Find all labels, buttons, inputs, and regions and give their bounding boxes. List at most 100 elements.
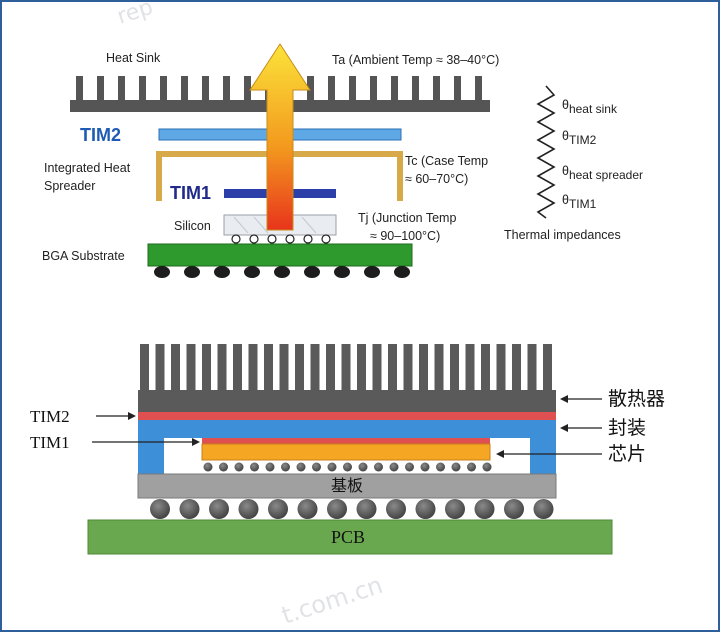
tim1-pointer-head [192,438,200,446]
bga-ball [394,266,410,278]
heat-sink-fin [454,76,461,102]
heatsink-fin [419,344,428,392]
watermark-top: rep [114,2,156,30]
heatsink-fin [310,344,320,392]
chip-bump [296,462,306,472]
heat-sink-fin [433,76,440,102]
heatsink-fin [388,344,397,392]
heatsink-fin [155,344,165,392]
bga-substrate [147,243,413,267]
thermal-impedances-caption: Thermal impedances [504,228,621,242]
top-diagram: Heat Sink Ta (Ambient Temp ≈ 38–40°C) TI… [42,43,643,278]
bga-label: BGA Substrate [42,249,125,263]
tim1-layer [202,438,490,444]
heatsink-pointer-head [560,395,568,403]
heat-sink-fin [139,76,146,102]
heat-sink-fin [370,76,377,102]
chip-bump [281,462,290,472]
substrate [137,473,557,499]
package-wall-left [138,438,164,474]
chip [201,443,491,461]
chip-bump [265,462,275,472]
pcb-solder-ball [268,499,288,519]
bga-balls [154,266,410,278]
bga-ball [334,266,350,278]
pcb-solder-ball [504,499,524,519]
chip-bump [312,462,321,472]
package-pointer-head [560,424,568,432]
heatsink-fin [481,344,490,392]
heatsink-fin [217,344,227,392]
heatsink-fins [140,344,552,392]
heat-sink-fin [181,76,188,102]
pcb-solder-ball [533,499,554,519]
chip-bump [389,462,399,472]
pcb-solder-ball [150,499,170,519]
chip-bump [234,462,244,472]
pcb-solder-ball [415,499,436,519]
die-bump [321,234,331,244]
heatsink-base [138,390,556,412]
heatsink-fin [186,344,196,392]
heat-sink-fin [307,76,314,102]
heat-sink-fin [349,76,356,102]
pcb-solder-ball [179,499,200,519]
tim2-label: TIM2 [80,125,121,145]
bga-ball [154,266,170,278]
heat-sink-fin [412,76,419,102]
heat-sink-label: Heat Sink [106,51,161,65]
pcb-solder-balls [150,499,554,519]
heatsink-fin [202,344,211,392]
thermal-impedance-resistor [536,85,556,219]
tim1-label: TIM1 [170,183,211,203]
chip-bump [343,462,352,472]
die-bump [249,234,259,244]
heatsink-fin [512,344,521,392]
tim2-layer [138,412,556,420]
ambient-temp-label: Ta (Ambient Temp ≈ 38–40°C) [332,53,499,67]
heatsink-fin [233,344,242,392]
tim2-pointer-head [128,412,136,420]
ihs-label-line2: Spreader [44,179,95,193]
pcb-label: PCB [331,527,365,547]
substrate-label: 基板 [331,477,363,495]
heat-sink-fin [244,76,251,102]
heatsink-fin [341,344,351,392]
pcb-solder-ball [445,499,465,519]
heatsink-fin [264,344,273,392]
bga-ball [184,266,200,278]
bga-ball [304,266,320,278]
bga-ball [364,266,380,278]
heat-sink-fin [202,76,209,102]
chip-bump [327,462,337,472]
pcb-solder-ball [474,499,495,519]
chip-bump [250,462,259,472]
junction-temp-line2: ≈ 90–100°C) [370,229,440,243]
heatsink-fin [543,344,552,392]
silicon-label: Silicon [174,219,211,233]
die-bump [231,234,241,244]
die-bump [285,234,295,244]
case-temp-line1: Tc (Case Temp [405,154,488,168]
heat-sink-fin [391,76,398,102]
heatsink-fin [434,344,444,392]
chip-bump [482,462,492,472]
chip-cn-label: 芯片 [608,443,646,465]
heat-sink-fin [97,76,104,102]
heatsink-fin [496,344,506,392]
theta-heat-sink: θheat sink [562,98,618,116]
heat-sink-fin [160,76,167,102]
pcb-solder-ball [386,499,406,519]
chip-bump [467,462,476,472]
tim1-cn-label: TIM1 [30,433,70,452]
watermark-bottom: t.com.cn [278,571,386,630]
chip-pointer-head [496,450,504,458]
heatsink-fin [248,344,258,392]
heatsink-fin [357,344,366,392]
heatsink-fin [295,344,304,392]
die-bump [267,234,277,244]
heatsink-fin [450,344,459,392]
package-wall-right [530,438,556,474]
